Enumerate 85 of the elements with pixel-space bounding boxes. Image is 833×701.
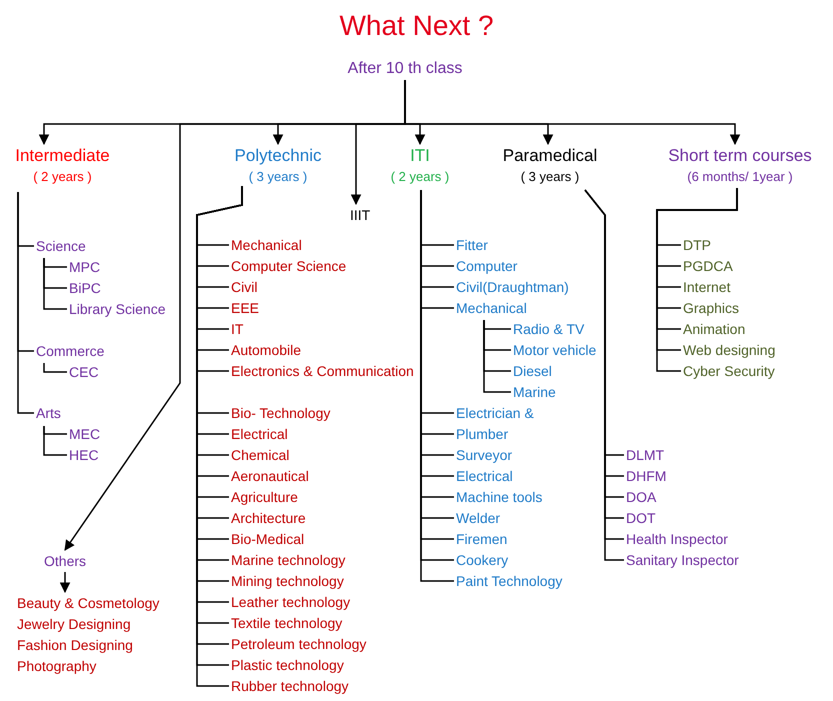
duration-label: ( 3 years ) <box>248 168 308 186</box>
course-label: Surveyor <box>456 446 512 465</box>
duration-label: ( 2 years ) <box>32 168 93 186</box>
course-label: Welder <box>456 509 500 528</box>
course-label: BiPC <box>69 279 101 298</box>
course-label: Mining technology <box>231 572 344 591</box>
course-label: Mechanical <box>231 236 302 255</box>
course-label: MPC <box>69 258 100 277</box>
course-label: MEC <box>69 425 100 444</box>
start-label: After 10 th class <box>346 59 464 79</box>
course-label: Automobile <box>231 341 302 360</box>
course-label: DOT <box>626 509 656 528</box>
course-label: DLMT <box>626 446 664 465</box>
course-label: Architecture <box>231 509 306 528</box>
title: What Next ? <box>338 10 495 42</box>
course-label: Cookery <box>456 551 508 570</box>
arrow <box>404 80 740 146</box>
course-label: Textile technology <box>231 614 342 633</box>
course-label: Plumber <box>456 425 508 444</box>
bracket-line <box>17 192 34 414</box>
course-label: Bio- Technology <box>231 404 330 423</box>
course-label: Marine <box>513 383 556 402</box>
course-label: Graphics <box>683 299 740 318</box>
course-label: Motor vehicle <box>513 341 596 360</box>
course-label: Marine technology <box>231 551 346 570</box>
course-label: Photography <box>17 657 98 676</box>
course-label: HEC <box>69 446 99 465</box>
course-label: Sanitary Inspector <box>626 551 739 570</box>
course-label: Web designing <box>683 341 776 360</box>
course-label: Commerce <box>36 342 104 361</box>
course-label: PGDCA <box>683 257 733 276</box>
bracket-line <box>43 426 67 456</box>
course-label: Fitter <box>456 236 488 255</box>
course-label: Animation <box>683 320 746 339</box>
course-label: Firemen <box>456 530 508 549</box>
bracket-line <box>483 320 511 393</box>
course-label: EEE <box>231 299 260 318</box>
course-label: Beauty & Cosmetology <box>17 594 160 613</box>
category-heading: ITI <box>409 145 431 167</box>
course-label: Chemical <box>231 446 290 465</box>
course-label: DHFM <box>626 467 666 486</box>
course-label: Petroleum technology <box>231 635 366 654</box>
course-label: Radio & TV <box>513 320 584 339</box>
course-label: Computer <box>456 257 518 276</box>
course-label: Electrician & <box>456 404 534 423</box>
course-label: Internet <box>683 278 730 297</box>
category-heading: Polytechnic <box>234 145 322 167</box>
course-label: Bio-Medical <box>231 530 304 549</box>
course-label: Paint Technology <box>456 572 562 591</box>
course-label: Plastic technology <box>231 656 344 675</box>
course-label: Health Inspector <box>626 530 728 549</box>
category-heading: Short term courses <box>667 145 813 167</box>
course-label: Electronics & Communication <box>231 362 414 381</box>
duration-label: (6 months/ 1year ) <box>686 168 794 186</box>
course-label: IT <box>231 320 244 339</box>
course-label: DOA <box>626 488 656 507</box>
course-label: Jewelry Designing <box>17 615 132 634</box>
course-label: Civil <box>231 278 258 297</box>
course-label: Computer Science <box>231 257 346 276</box>
course-label: Fashion Designing <box>17 636 134 655</box>
course-label: Cyber Security <box>683 362 775 381</box>
course-label: CEC <box>69 363 99 382</box>
course-label: Mechanical <box>456 299 527 318</box>
course-label: Machine tools <box>456 488 542 507</box>
course-label: Leather technology <box>231 593 350 612</box>
course-label: DTP <box>683 236 711 255</box>
category-heading: Intermediate <box>14 145 111 167</box>
course-label: Diesel <box>513 362 552 381</box>
arrow <box>60 572 70 594</box>
bracket-line <box>43 363 67 373</box>
course-label: Electrical <box>231 425 288 444</box>
bracket-line <box>43 258 67 310</box>
course-label: Aeronautical <box>231 467 309 486</box>
course-label: Civil(Draughtman) <box>456 278 569 297</box>
course-label: Library Science <box>69 300 166 319</box>
course-label: Rubber technology <box>231 677 349 696</box>
course-label: Agriculture <box>231 488 298 507</box>
course-label: IIIT <box>350 206 370 225</box>
duration-label: ( 2 years ) <box>390 168 450 186</box>
course-label: Others <box>44 552 86 571</box>
course-label: Science <box>36 237 86 256</box>
duration-label: ( 3 years ) <box>520 168 580 186</box>
course-label: Arts <box>36 404 61 423</box>
category-heading: Paramedical <box>502 145 598 167</box>
course-label: Electrical <box>456 467 513 486</box>
